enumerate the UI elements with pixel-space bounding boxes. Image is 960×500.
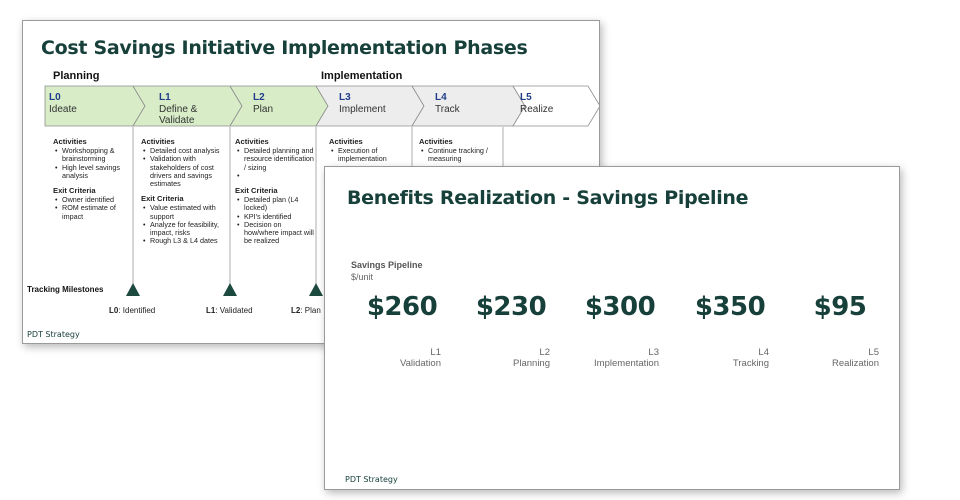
milestone-marker [309,283,323,296]
phase-column: ActivitiesDetailed planning and resource… [235,137,317,246]
pipeline-value: $260 [366,292,438,322]
activity-item: Workshopping & brainstorming [53,146,135,163]
chevron-name: Track [435,104,460,115]
exit-criteria-heading: Exit Criteria [53,186,96,196]
pipeline-value: $95 [813,292,867,322]
chevron-name: Implement [339,104,386,115]
activities-heading: Activities [419,137,453,146]
phase-column: ActivitiesWorkshopping & brainstormingHi… [53,137,135,221]
chevron-name: Plan [253,104,274,115]
activities-heading: Activities [141,137,175,146]
exit-criteria-item: Analyze for feasibility, impact, risks [141,220,225,237]
implementation-label: Implementation [321,70,403,82]
activity-item: Detailed cost analysis [141,146,225,155]
milestone-marker [223,283,237,296]
exit-criteria-item: Rough L3 & L4 dates [141,237,225,246]
exit-criteria-item: Decision on how/where impact will be rea… [235,220,317,246]
chevron-name: Realize [520,104,554,115]
chevron-name: Ideate [49,104,77,115]
chevron-code: L4 [435,92,447,103]
chevron-l5 [512,85,599,127]
milestone-label: L0: Identified [109,306,156,315]
milestone-label: L2: Plan [291,306,321,315]
activity-item: Detailed planning and resource identific… [235,147,317,172]
chevron-code: L1 [159,92,171,103]
activity-item: Execution of implementation [329,146,409,163]
activity-item: Validation with stakeholders of cost dri… [141,155,225,188]
activities-heading: Activities [329,137,363,146]
pipeline-value: $230 [475,292,547,322]
chevron-code: L5 [520,92,532,103]
activities-heading: Activities [53,137,87,146]
pipeline-value: $350 [694,292,766,322]
phase-column: ActivitiesExecution of implementation [329,137,409,164]
slide-title: Cost Savings Initiative Implementation P… [41,37,528,59]
footer-brand: PDT Strategy [345,475,398,484]
exit-criteria-item: Detailed plan (L4 locked) [235,196,317,213]
pipeline-title: Savings Pipeline [351,260,423,270]
pipeline-slide[interactable]: Benefits Realization - Savings Pipeline … [324,166,900,490]
exit-criteria-heading: Exit Criteria [235,186,278,196]
phase-column: ActivitiesContinue tracking / measuring [419,137,503,164]
footer-brand: PDT Strategy [27,330,80,339]
milestone-marker [126,283,140,296]
phase-chevrons [44,85,599,296]
activity-item [235,172,317,180]
exit-criteria-item: Value estimated with support [141,204,225,221]
milestone-label: L1: Validated [206,306,253,315]
activities-heading: Activities [235,137,269,146]
chevron-code: L0 [49,92,61,103]
exit-criteria-item: ROM estimate of impact [53,204,135,221]
exit-criteria-item: Owner identified [53,196,135,205]
activity-item: High level savings analysis [53,163,135,180]
tracking-label: Tracking Milestones [27,285,104,294]
pipeline-value: $300 [584,292,656,322]
planning-label: Planning [53,70,100,82]
slide-title: Benefits Realization - Savings Pipeline [347,187,749,209]
exit-criteria-heading: Exit Criteria [141,194,184,204]
chevron-name: Define & Validate [159,104,198,126]
pipeline-unit: $/unit [351,272,374,282]
chevron-code: L2 [253,92,265,103]
exit-criteria-item: KPI's identified [235,212,317,221]
activity-item: Continue tracking / measuring [419,146,503,163]
phase-column: ActivitiesDetailed cost analysisValidati… [141,137,225,246]
chevron-code: L3 [339,92,351,103]
